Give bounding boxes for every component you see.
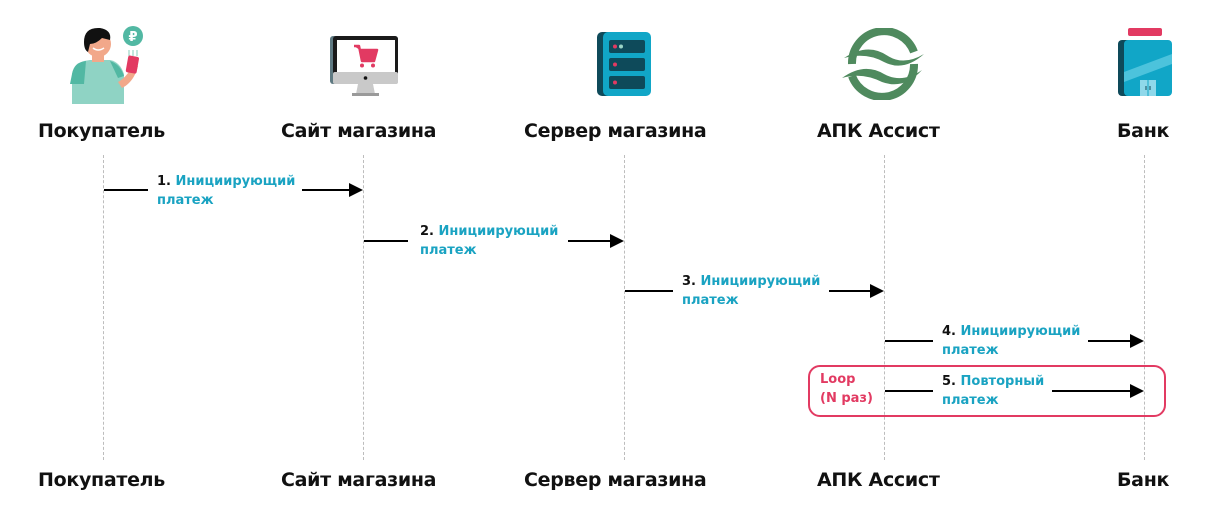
message-1-text-line1: Инициирующий xyxy=(175,174,296,189)
loop-label-line2: (N раз) xyxy=(820,391,873,406)
message-4-label: 4. Инициирующий платеж xyxy=(942,322,1080,360)
message-2-text-line1: Инициирующий xyxy=(438,224,559,239)
message-2-label: 2. Инициирующий платеж xyxy=(420,222,558,260)
message-3-label: 3. Инициирующий платеж xyxy=(682,272,820,310)
bank-building-icon xyxy=(1118,28,1172,96)
message-2-line-left xyxy=(364,240,408,242)
lifeline-buyer xyxy=(103,155,104,460)
message-2-line-right xyxy=(568,240,611,242)
message-1-label: 1. Инициирующий платеж xyxy=(157,172,295,210)
message-4-text-line1: Инициирующий xyxy=(960,324,1081,339)
message-1-text-line2: платеж xyxy=(157,193,214,208)
message-5-arrowhead xyxy=(1130,384,1144,398)
message-5-label: 5. Повторный платеж xyxy=(942,372,1044,410)
loop-label: Loop (N раз) xyxy=(820,370,873,408)
message-2-arrowhead xyxy=(610,234,624,248)
message-2-text-line2: платеж xyxy=(420,243,477,258)
message-3-text-line1: Инициирующий xyxy=(700,274,821,289)
message-5-text-line2: платеж xyxy=(942,393,999,408)
lifeline-bank xyxy=(1144,155,1145,460)
assist-logo-icon xyxy=(842,28,924,100)
lifeline-server xyxy=(624,155,625,460)
message-5-number: 5. xyxy=(942,374,956,389)
message-3-line-left xyxy=(625,290,673,292)
actor-label-site-top: Сайт магазина xyxy=(281,120,437,142)
monitor-cart-icon xyxy=(330,36,398,96)
message-4-line-left xyxy=(885,340,933,342)
message-3-arrowhead xyxy=(870,284,884,298)
message-4-number: 4. xyxy=(942,324,956,339)
actor-label-buyer-top: Покупатель xyxy=(38,120,166,142)
message-3-number: 3. xyxy=(682,274,696,289)
message-1-line-left xyxy=(104,189,148,191)
actor-label-site-bottom: Сайт магазина xyxy=(281,469,437,491)
message-4-line-right xyxy=(1088,340,1131,342)
actor-label-server-top: Сервер магазина xyxy=(524,120,707,142)
message-5-line-left xyxy=(885,390,933,392)
actor-label-bank-bottom: Банк xyxy=(1117,469,1170,491)
loop-label-line1: Loop xyxy=(820,372,856,387)
server-rack-icon xyxy=(597,32,651,96)
message-4-text-line2: платеж xyxy=(942,343,999,358)
actor-label-server-bottom: Сервер магазина xyxy=(524,469,707,491)
message-3-text-line2: платеж xyxy=(682,293,739,308)
actor-label-bank-top: Банк xyxy=(1117,120,1170,142)
buyer-with-phone-icon: ₽ xyxy=(70,26,143,104)
actor-label-apk-top: АПК Ассист xyxy=(817,120,940,142)
message-4-arrowhead xyxy=(1130,334,1144,348)
message-2-number: 2. xyxy=(420,224,434,239)
message-1-line-right xyxy=(302,189,350,191)
lifeline-apk xyxy=(884,155,885,460)
message-3-line-right xyxy=(829,290,871,292)
lifeline-site xyxy=(363,155,364,460)
message-1-arrowhead xyxy=(349,183,363,197)
message-5-line-right xyxy=(1052,390,1131,392)
loop-frame xyxy=(808,365,1166,417)
message-5-text-line1: Повторный xyxy=(960,374,1045,389)
message-1-number: 1. xyxy=(157,174,171,189)
svg-text:₽: ₽ xyxy=(128,30,137,45)
actor-label-apk-bottom: АПК Ассист xyxy=(817,469,940,491)
actor-label-buyer-bottom: Покупатель xyxy=(38,469,166,491)
